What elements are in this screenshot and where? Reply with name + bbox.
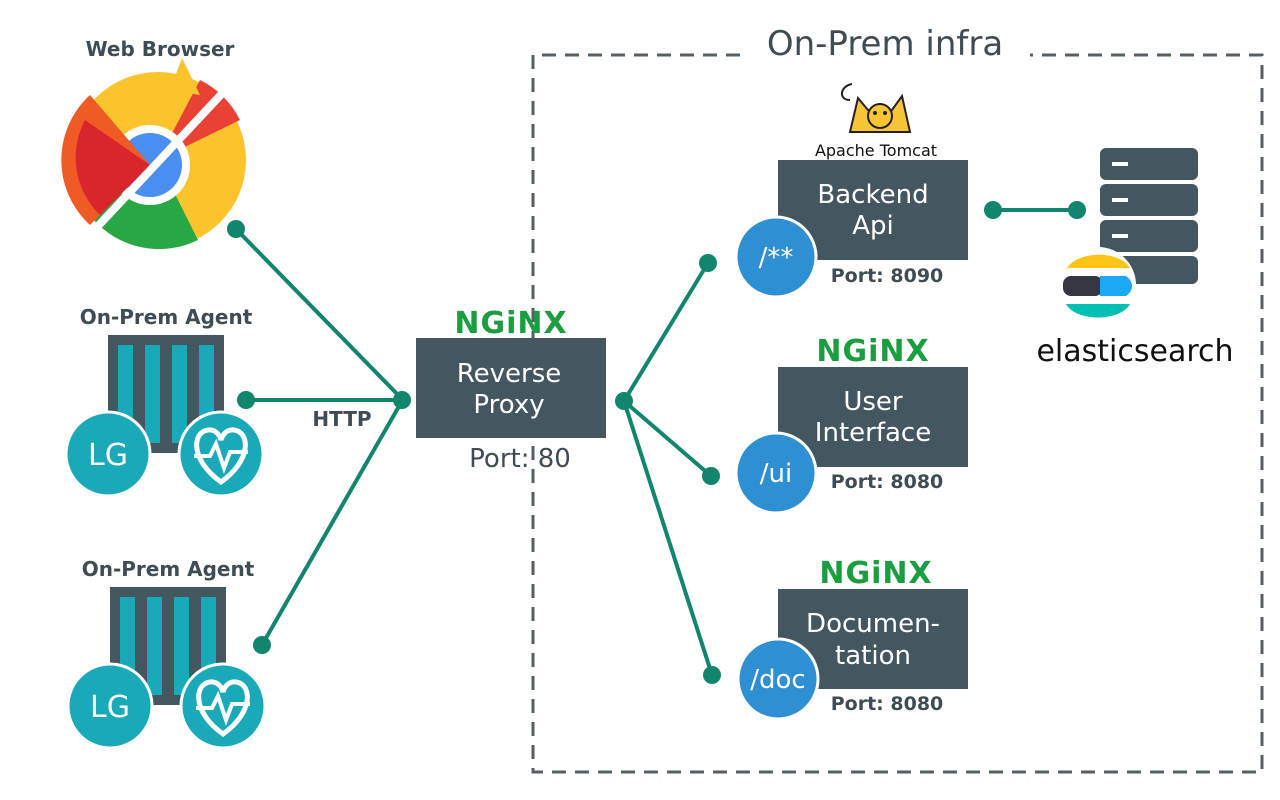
tomcat-label: Apache Tomcat [815, 141, 937, 160]
proxy-port: Port: 80 [469, 444, 571, 474]
docs-link [622, 400, 714, 676]
browser-link [234, 227, 404, 401]
docs-path: /doc [750, 665, 805, 695]
browser-icon [61, 58, 246, 250]
infra-title: On-Prem infra [767, 24, 1003, 64]
backend-path: /** [759, 243, 794, 273]
ui-path: /ui [760, 459, 792, 489]
ui-link [622, 399, 713, 478]
lg-badge [66, 662, 154, 750]
elasticsearch-label: elasticsearch [1036, 334, 1233, 369]
ui-port: Port: 8080 [831, 471, 944, 493]
backend-port: Port: 8090 [831, 265, 944, 287]
proxy-box [416, 338, 606, 438]
nginx-logo: NGiNX [819, 556, 932, 591]
on-prem-agent-1: On-Prem Agent LG [64, 305, 265, 498]
nginx-logo: NGiNX [816, 334, 929, 369]
documentation: NGiNX Documen- tation /doc Port: 8080 [736, 556, 968, 721]
lg-badge-label: LG [88, 438, 128, 473]
web-browser: Web Browser [61, 37, 246, 250]
on-prem-boundary: On-Prem infra [531, 24, 1264, 774]
user-interface: NGiNX User Interface /ui Port: 8080 [734, 334, 968, 515]
backend-link [622, 261, 710, 403]
heart-monitor-icon [179, 662, 267, 750]
docs-port: Port: 8080 [831, 693, 944, 715]
docs-path-badge [736, 637, 820, 721]
lg-badge [64, 410, 152, 498]
backend-title-line1: Backend [817, 180, 928, 210]
agent2-link [260, 400, 404, 646]
agent2-label: On-Prem Agent [82, 557, 255, 581]
ui-title-line2: Interface [815, 418, 931, 448]
docs-title-line2: tation [835, 641, 911, 671]
lg-badge-label: LG [90, 690, 130, 725]
heart-monitor-icon [177, 410, 265, 498]
docs-title-line1: Documen- [806, 609, 940, 639]
ui-title-line1: User [843, 387, 903, 417]
reverse-proxy: NGiNX Reverse Proxy Port: 80 [416, 306, 606, 474]
connection-dots [227, 201, 1086, 684]
browser-label: Web Browser [86, 37, 235, 61]
tomcat-icon [841, 83, 912, 133]
proxy-title-line2: Proxy [473, 390, 544, 420]
http-label: HTTP [312, 407, 371, 431]
on-prem-agent-2: On-Prem Agent LG [66, 557, 267, 750]
elasticsearch-icon [1060, 247, 1136, 323]
backend-path-badge [734, 215, 818, 299]
database: elasticsearch [1036, 148, 1234, 369]
backend-title-line2: Api [852, 211, 894, 241]
connections [234, 208, 1077, 676]
ui-path-badge [734, 431, 818, 515]
nginx-logo: NGiNX [454, 306, 567, 341]
backend-api: Apache Tomcat Backend Api /** Port: 8090 [734, 83, 968, 299]
agent1-label: On-Prem Agent [80, 305, 253, 329]
proxy-title-line1: Reverse [457, 359, 562, 389]
